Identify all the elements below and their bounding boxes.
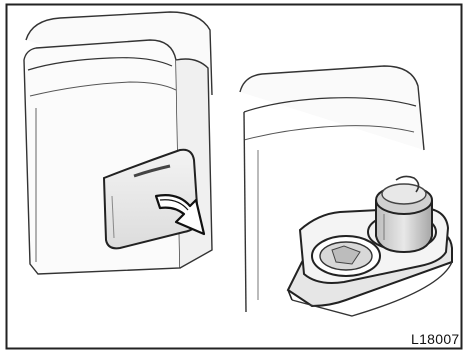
figure-code-label: L18007 [411,331,463,347]
console-closed-illustration [24,12,212,274]
